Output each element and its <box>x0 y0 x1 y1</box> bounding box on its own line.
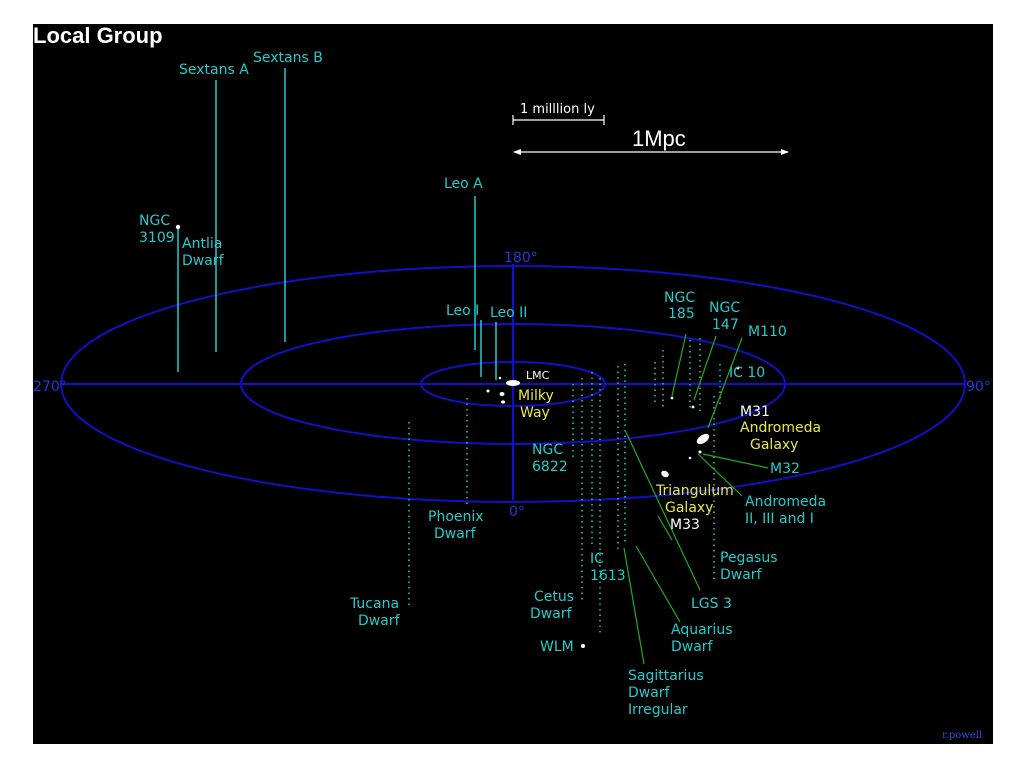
scale-arrow-right <box>781 149 789 155</box>
scale-arrow-left <box>513 149 521 155</box>
triangulum-label-line1: Triangulum <box>655 483 734 499</box>
pegasus-label-line1: Pegasus <box>720 550 777 566</box>
cetus-label-line1: Cetus <box>534 589 574 605</box>
andromeda-ii-label-line2: II, III and I <box>745 511 814 527</box>
ic10-label: IC 10 <box>729 365 765 381</box>
wlm-marker <box>581 644 585 648</box>
andii-marker <box>688 456 692 460</box>
drop-lines-above <box>177 68 497 380</box>
m31-label: M31 <box>740 404 770 420</box>
m32-label: M32 <box>770 461 800 477</box>
scale-mpc-label: 1Mpc <box>632 126 686 151</box>
aquarius-label-line1: Aquarius <box>671 622 732 638</box>
leo-i-label: Leo I <box>446 303 479 319</box>
aquarius-label-line2: Dwarf <box>671 639 714 655</box>
andromeda-label-line1: Andromeda <box>740 420 821 436</box>
m110-pointer <box>707 337 743 429</box>
m32-pointer <box>702 453 769 469</box>
dwarf-marker-1 <box>486 389 490 393</box>
angle-0-label: 0° <box>509 504 525 520</box>
m32-marker <box>698 450 702 454</box>
leo-a-label: Leo A <box>444 176 483 192</box>
lgs3-label: LGS 3 <box>691 596 732 612</box>
pointer-lines <box>623 333 769 665</box>
credit-label: r.powell <box>942 730 982 741</box>
sagittarius-pointer <box>623 547 645 665</box>
ic1613-label-line1: IC <box>590 551 604 567</box>
smc-marker <box>501 400 505 404</box>
tucana-label-line2: Dwarf <box>358 613 401 629</box>
andii-pointer <box>697 453 743 497</box>
milky-way-label-line1: Milky <box>518 388 554 404</box>
drop-lines-below <box>408 338 721 636</box>
ngc147-label-line1: NGC <box>709 300 740 316</box>
angle-90-label: 90° <box>966 379 991 395</box>
page-title: Local Group <box>33 23 163 48</box>
cetus-label-line2: Dwarf <box>530 606 573 622</box>
triangulum-marker <box>661 470 669 478</box>
scale-ly-label: 1 milllion ly <box>520 102 595 117</box>
sagittarius-label-line3: Irregular <box>628 702 688 718</box>
milky-way-label-line2: Way <box>520 405 550 421</box>
ngc3109-marker <box>175 224 181 230</box>
ngc3109-label-line1: NGC <box>139 213 170 229</box>
ngc185-pointer <box>671 333 687 397</box>
aquarius-pointer <box>635 545 681 623</box>
m110-label: M110 <box>748 324 787 340</box>
sextans-a-label: Sextans A <box>179 62 249 78</box>
phoenix-label-line2: Dwarf <box>434 526 477 542</box>
ngc185-label-line1: NGC <box>664 290 695 306</box>
ngc147-label-line2: 147 <box>712 317 739 333</box>
galaxy-markers <box>175 224 740 648</box>
m33-label: M33 <box>670 517 700 533</box>
pegasus-label-line2: Dwarf <box>720 567 763 583</box>
leo-ii-label: Leo II <box>490 305 527 321</box>
antlia-label-line2: Dwarf <box>182 253 225 269</box>
andromeda-label-line2: Galaxy <box>750 437 798 453</box>
ngc3109-label-line2: 3109 <box>139 230 175 246</box>
sagittarius-label-line1: Sagittarius <box>628 668 704 684</box>
scale-bars <box>512 115 788 153</box>
angle-180-label: 180° <box>504 250 538 266</box>
lgs3-pointer <box>624 429 701 591</box>
andromeda-marker <box>696 433 710 445</box>
milky-way-marker <box>506 380 520 386</box>
ngc185-marker <box>670 396 674 400</box>
phoenix-label-line1: Phoenix <box>428 509 484 525</box>
ic10-marker <box>736 366 740 370</box>
sagittarius-label-line2: Dwarf <box>628 685 671 701</box>
dwarf-marker-2 <box>498 376 502 380</box>
wlm-label: WLM <box>540 639 574 655</box>
ngc147-marker <box>691 405 695 409</box>
tucana-label-line1: Tucana <box>349 596 399 612</box>
lmc-label: LMC <box>526 369 550 382</box>
ngc147-pointer <box>693 335 717 401</box>
ngc6822-label-line2: 6822 <box>532 459 568 475</box>
sextans-b-label: Sextans B <box>253 50 323 66</box>
angle-270-label: 270° <box>33 379 67 395</box>
ic1613-label-line2: 1613 <box>590 568 626 584</box>
triangulum-pointer <box>657 515 673 541</box>
lmc-marker <box>499 392 505 396</box>
ngc6822-label-line1: NGC <box>532 442 563 458</box>
andromeda-ii-label-line1: Andromeda <box>745 494 826 510</box>
ngc185-label-line2: 185 <box>668 306 695 322</box>
triangulum-label-line2: Galaxy <box>665 500 713 516</box>
antlia-label-line1: Antlia <box>182 236 222 252</box>
